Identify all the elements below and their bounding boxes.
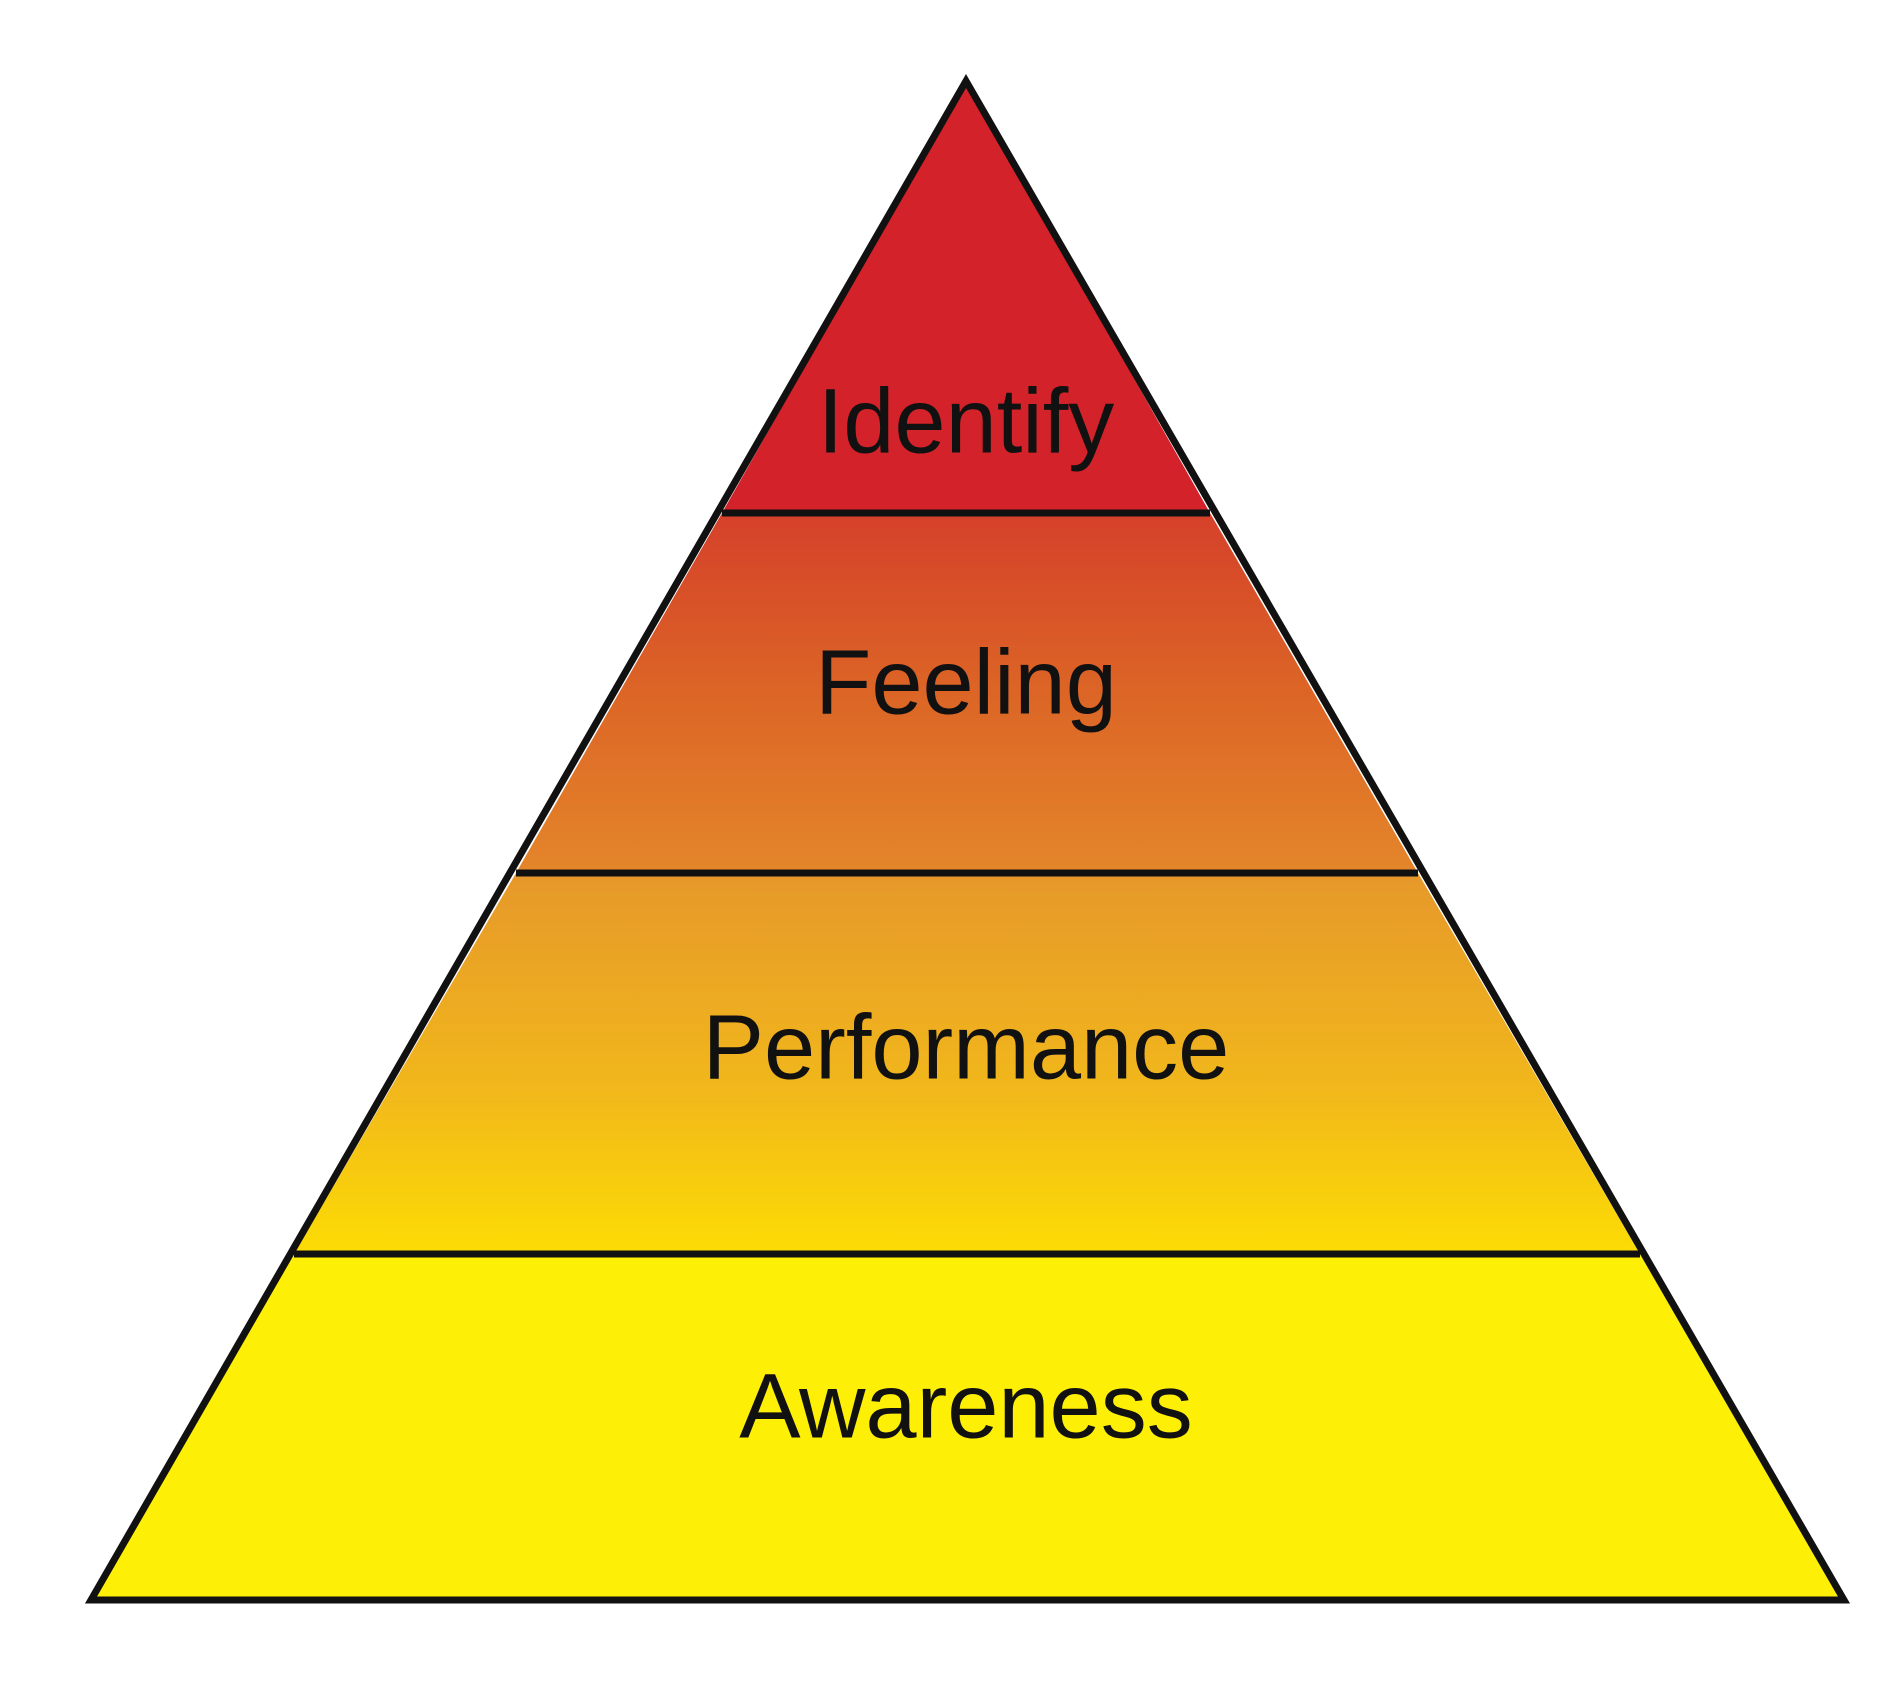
tier-label-feeling: Feeling xyxy=(815,631,1117,733)
pyramid-outline xyxy=(84,73,1851,1604)
tier-label-performance: Performance xyxy=(703,996,1230,1098)
tier-label-identify: Identify xyxy=(818,370,1115,472)
tier-awareness-band xyxy=(91,1254,1844,1600)
tier-label-awareness: Awareness xyxy=(739,1355,1192,1457)
tier-performance-band xyxy=(294,873,1640,1254)
tier-identify-band xyxy=(722,81,1210,513)
tier-feeling-band xyxy=(516,513,1418,873)
